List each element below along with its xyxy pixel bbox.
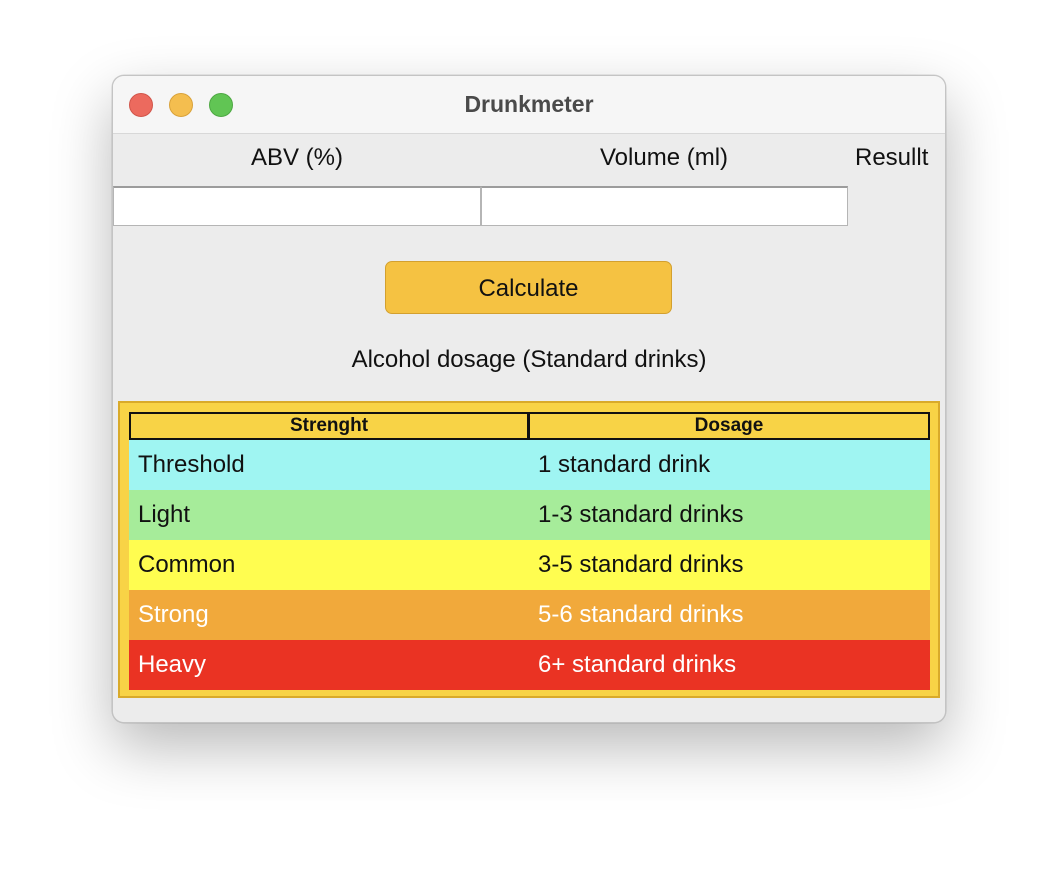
- table-row[interactable]: Strong 5-6 standard drinks: [129, 590, 930, 640]
- app-window: Drunkmeter ABV (%) Volume (ml) Resullt C…: [112, 75, 946, 723]
- table-row[interactable]: Common 3-5 standard drinks: [129, 540, 930, 590]
- abv-label: ABV (%): [250, 144, 343, 171]
- table-row[interactable]: Heavy 6+ standard drinks: [129, 640, 930, 690]
- dosage-table-title: Alcohol dosage (Standard drinks): [351, 346, 707, 373]
- dosage-cell: 1 standard drink: [538, 451, 711, 478]
- result-label: Resullt: [855, 144, 929, 171]
- abv-input[interactable]: [113, 186, 481, 226]
- strength-cell: Light: [138, 501, 191, 528]
- table-body: Threshold 1 standard drink Light 1-3 sta…: [129, 440, 930, 690]
- window-bottom-edge: [113, 702, 945, 722]
- strength-cell: Threshold: [138, 451, 245, 478]
- dosage-cell: 5-6 standard drinks: [538, 601, 744, 628]
- dosage-cell: 1-3 standard drinks: [538, 501, 744, 528]
- table-row[interactable]: Light 1-3 standard drinks: [129, 490, 930, 540]
- strength-cell: Strong: [138, 601, 209, 628]
- dosage-cell: 3-5 standard drinks: [538, 551, 744, 578]
- column-header-strength[interactable]: Strenght: [129, 412, 529, 440]
- volume-label: Volume (ml): [599, 144, 729, 171]
- close-button[interactable]: [129, 93, 153, 117]
- dosage-table: Strenght Dosage Threshold 1 standard dri…: [118, 401, 940, 698]
- maximize-button[interactable]: [209, 93, 233, 117]
- strength-cell: Common: [138, 551, 236, 578]
- title-bar[interactable]: Drunkmeter: [113, 76, 945, 134]
- window-title: Drunkmeter: [464, 91, 594, 117]
- calculate-button[interactable]: Calculate: [385, 261, 672, 314]
- strength-cell: Heavy: [138, 651, 207, 678]
- table-row[interactable]: Threshold 1 standard drink: [129, 440, 930, 490]
- volume-input[interactable]: [481, 186, 848, 226]
- table-header: Strenght Dosage: [129, 412, 930, 440]
- column-header-dosage[interactable]: Dosage: [529, 412, 930, 440]
- dosage-cell: 6+ standard drinks: [538, 651, 737, 678]
- minimize-button[interactable]: [169, 93, 193, 117]
